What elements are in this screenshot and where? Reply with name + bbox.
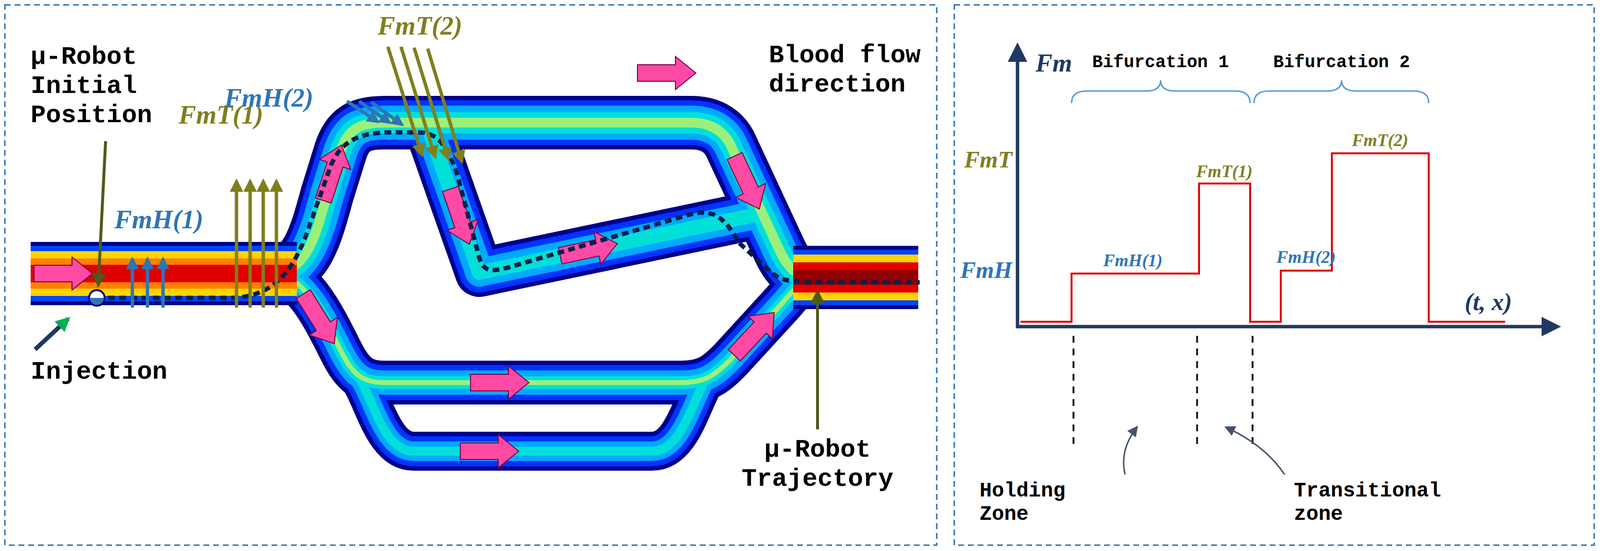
legend: Blood flow direction	[720, 41, 935, 100]
vessel	[272, 122, 818, 278]
flow-arrow	[34, 256, 93, 291]
step-label: FmT(2)	[1351, 130, 1409, 151]
axis-tick-label: FmH	[960, 256, 1013, 284]
vessel-network	[30, 122, 919, 452]
flow-arrow	[307, 139, 358, 206]
vessel	[272, 273, 818, 383]
flow-arrow	[722, 301, 787, 367]
vessel	[272, 273, 818, 383]
robot-body	[89, 290, 105, 306]
vessel	[428, 127, 760, 273]
robot-body	[90, 297, 104, 305]
vessel	[272, 122, 818, 278]
vessel	[793, 254, 919, 301]
robot-trajectory	[96, 132, 920, 298]
callout-label: μ-Robot Trajectory	[729, 435, 906, 494]
vessel	[272, 273, 818, 383]
leader-arrow	[98, 141, 106, 285]
force-arrow	[161, 258, 165, 308]
brace	[1254, 80, 1429, 104]
section-label: Bifurcation 2	[1273, 52, 1411, 73]
x-axis	[1016, 325, 1558, 329]
panel-border	[4, 4, 937, 546]
vessel	[428, 127, 760, 273]
y-axis	[1016, 46, 1020, 328]
force-arrow	[248, 181, 253, 308]
vessel	[793, 262, 919, 293]
vessel	[793, 249, 919, 306]
zone-divider	[1196, 335, 1199, 444]
force-arrow	[261, 181, 266, 308]
micro-robot	[89, 290, 105, 306]
legend-text: Blood flow direction	[768, 41, 935, 100]
step-label: FmH(1)	[1103, 250, 1163, 271]
vessel	[360, 379, 706, 452]
vessel	[272, 122, 818, 278]
vessel-layer	[272, 122, 818, 452]
vessel	[272, 273, 818, 383]
callout-label: μ-Robot Initial Position	[30, 42, 163, 130]
injection-arrow	[35, 318, 69, 350]
force-arrow	[427, 48, 462, 162]
zone-label: Transitional zone	[1293, 479, 1455, 527]
panel-border	[954, 4, 1595, 546]
leader-arrow	[816, 291, 819, 430]
force-arrow	[371, 102, 402, 125]
vessel	[272, 122, 818, 278]
zone-divider	[1072, 335, 1075, 444]
pointer-arrow	[1123, 427, 1137, 475]
flow-arrow	[719, 148, 775, 216]
vessel-core	[272, 122, 818, 383]
vessel	[793, 245, 919, 310]
force-label: FmT(2)	[377, 10, 463, 41]
vessel	[428, 127, 760, 273]
zone-label: Holding Zone	[979, 479, 1082, 527]
force-arrow	[130, 258, 135, 308]
force-label: FmH(2)	[224, 82, 314, 113]
step-label: FmT(1)	[1196, 161, 1253, 182]
vessel-layer	[272, 122, 818, 452]
flow-arrow	[460, 434, 519, 468]
vessel	[360, 379, 706, 452]
legend-arrow	[637, 56, 696, 90]
force-arrow	[274, 181, 279, 308]
flow-arrow	[556, 227, 621, 272]
vessel-wall	[272, 122, 818, 452]
holding-force-arrows	[132, 101, 402, 308]
pointer-arrow	[1226, 427, 1285, 475]
flow-arrow	[434, 183, 485, 250]
section-label: Bifurcation 1	[1092, 52, 1230, 73]
vessel-layer	[272, 122, 818, 452]
axis-label: (t, x)	[1464, 288, 1512, 317]
flow-arrow	[470, 365, 529, 400]
step-label: FmH(2)	[1276, 247, 1336, 268]
vessel	[272, 273, 818, 383]
force-label: FmH(1)	[114, 204, 204, 235]
zone-dividers	[1073, 335, 1253, 444]
axis-tick-label: FmT	[963, 145, 1013, 173]
zone-divider	[1251, 335, 1254, 444]
vessel	[272, 122, 818, 278]
flow-arrow	[289, 285, 348, 353]
callout-label: Injection	[30, 357, 168, 387]
axis-label: Fm	[1035, 48, 1073, 78]
brace	[1071, 80, 1251, 104]
force-arrow	[235, 181, 239, 308]
force-arrow	[145, 258, 150, 308]
force-profile	[1020, 153, 1506, 322]
